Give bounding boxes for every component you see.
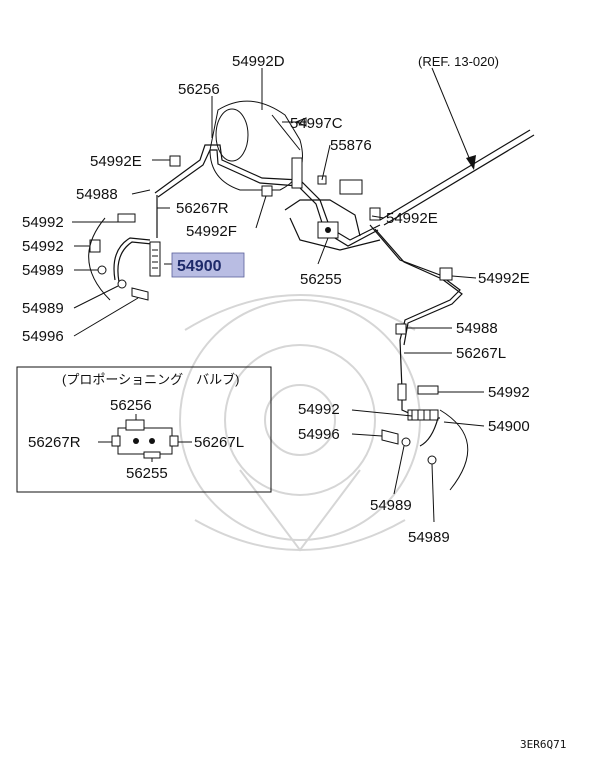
callout-54996-right: 54996 [298,426,340,443]
inset-label-56256: 56256 [110,397,152,414]
callout-54992D: 54992D [232,53,285,70]
inset-label-56267R: 56267R [28,434,81,451]
callout-54989-c: 54989 [370,497,412,514]
watermark-emblem [179,294,421,552]
callout-54992-mid: 54992 [298,401,340,418]
callout-leaders [72,68,485,523]
callout-55876: 55876 [330,137,372,154]
callout-56255-top: 56255 [300,271,342,288]
left-brake-hose [88,213,161,301]
callout-54997C: 54997C [290,115,343,132]
selected-part-highlight: 54900 [171,252,245,278]
callout-56267L: 56267L [456,345,506,362]
callout-56267R: 56267R [176,200,229,217]
inset-title: (プロポーショニング バルブ) [62,372,239,387]
reference-leader [379,67,535,226]
callout-54900-right: 54900 [488,418,530,435]
proportioning-valve [317,221,339,239]
callout-54992-right: 54992 [488,384,530,401]
callout-54992E-mid: 54992E [386,210,438,227]
callout-54996-left: 54996 [22,328,64,345]
callout-54989-b: 54989 [22,300,64,317]
master-cylinder-assembly [209,100,303,191]
callout-54992-a: 54992 [22,214,64,231]
callout-54989-a: 54989 [22,262,64,279]
callout-54900-selected[interactable]: 54900 [177,258,222,275]
callout-54992E-left: 54992E [90,153,142,170]
inset-proportioning-valve: (プロポーショニング バルブ) 56256 56267R 56267L 5625… [16,366,272,493]
ref-label: (REF. 13-020) [418,54,499,69]
inset-label-56255: 56255 [126,465,168,482]
inset-label-56267L: 56267L [194,434,244,451]
callout-54988-right: 54988 [456,320,498,337]
callout-54992E-right: 54992E [478,270,530,287]
callout-54992F: 54992F [186,223,237,240]
right-brake-hose [381,323,469,491]
callout-54989-d: 54989 [408,529,450,546]
callout-56256-top: 56256 [178,81,220,98]
callout-54992-b: 54992 [22,238,64,255]
footer-code: 3ER6Q71 [520,738,566,751]
callout-54988-left: 54988 [76,186,118,203]
